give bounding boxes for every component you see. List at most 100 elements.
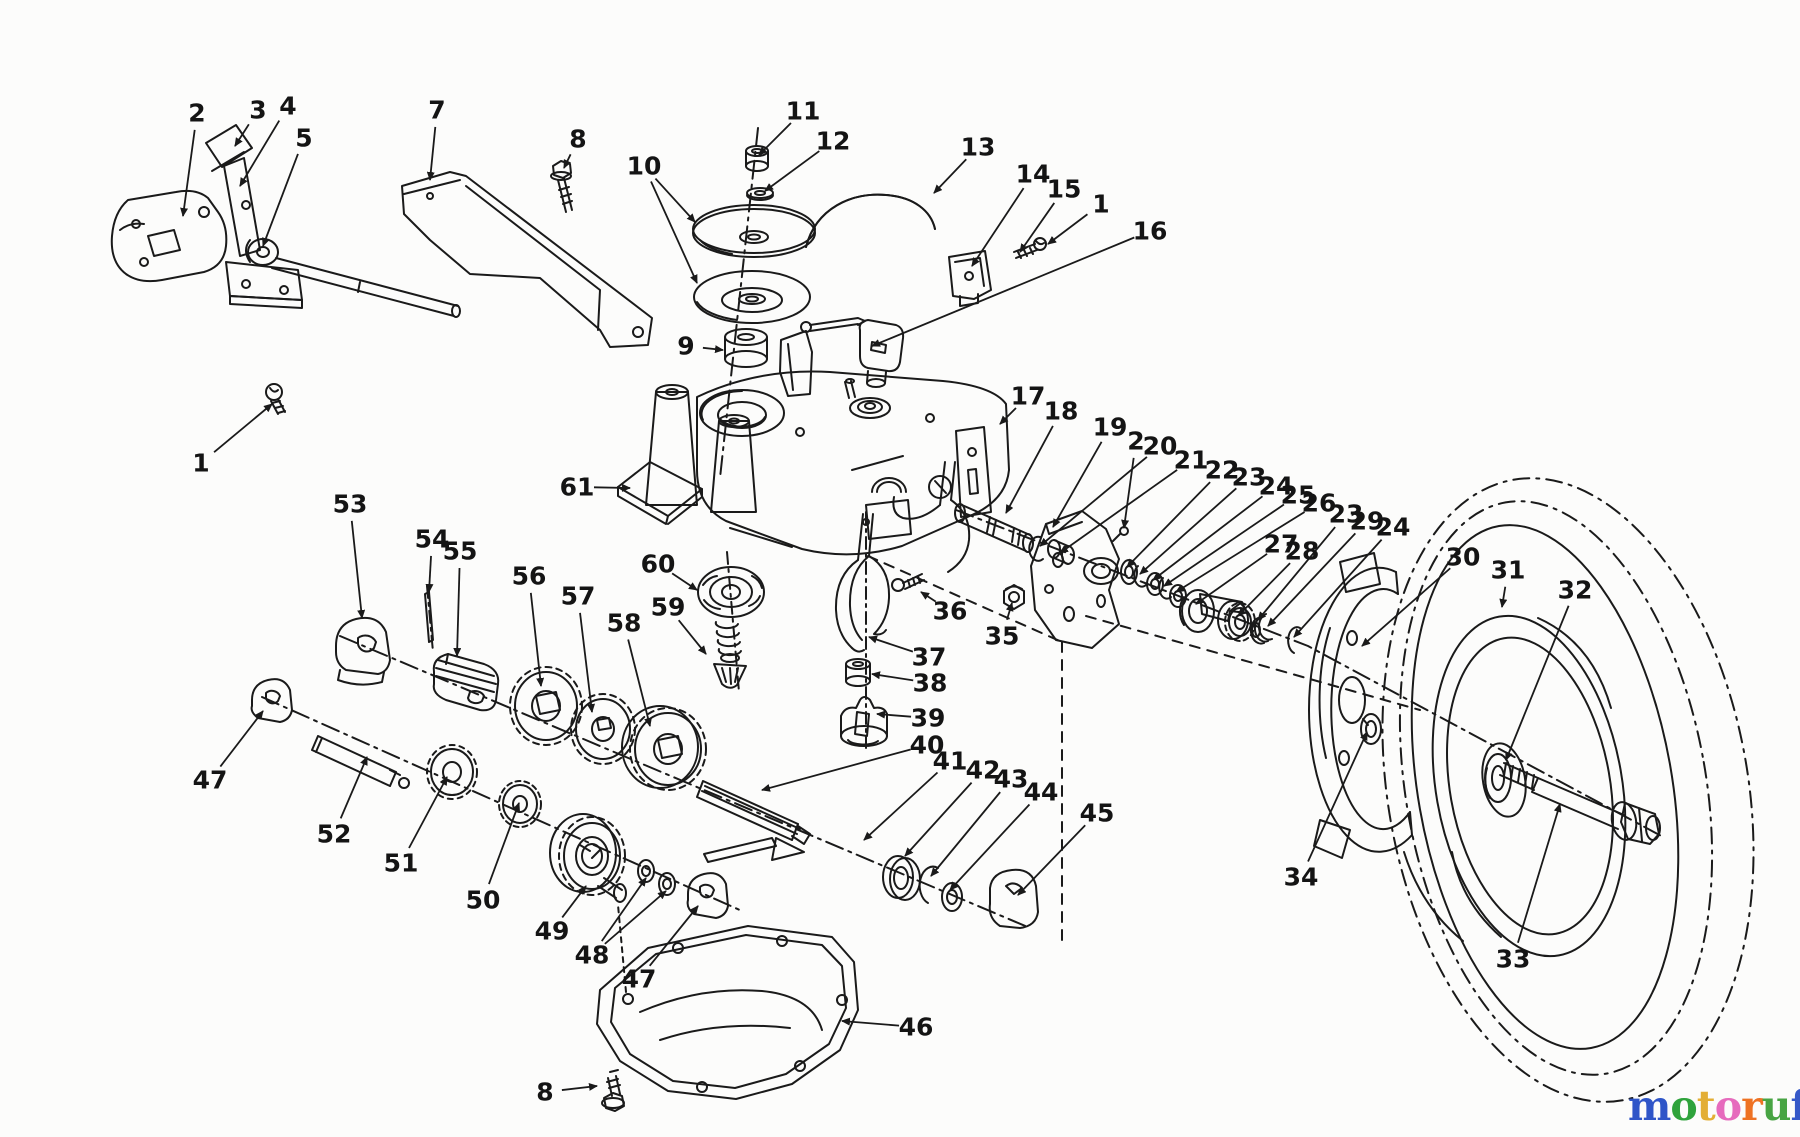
part-bushing-47-bottom: [686, 872, 729, 919]
callout-label-8: 8: [569, 125, 586, 154]
leader-line-17: [999, 407, 1017, 425]
part-snap-ring-24b: [1287, 626, 1301, 654]
callout-label-10: 10: [627, 152, 662, 181]
leader-line-45: [1017, 824, 1086, 896]
callout-label-40: 40: [910, 731, 945, 760]
part-gearcase-housing-61: [617, 330, 1010, 556]
leader-line-22: [1126, 481, 1211, 568]
leader-line-31: [1499, 586, 1508, 608]
leader-line-8: [563, 153, 572, 169]
part-gear-56: [509, 666, 583, 746]
callout-label-30: 30: [1446, 543, 1481, 572]
part-snap-ring-43: [918, 865, 939, 904]
part-stud-59: [713, 621, 747, 689]
part-pin-2: [1112, 526, 1129, 542]
callout-label-22: 22: [1205, 456, 1240, 485]
part-cup-washer-42: [882, 855, 921, 901]
part-dust-cover-30: [1308, 552, 1413, 859]
leader-line-29: [1267, 532, 1356, 627]
leader-line-52: [339, 756, 368, 819]
leader-line-59: [677, 619, 707, 655]
part-pulley-upper-10: [692, 204, 816, 258]
callout-label-52: 52: [317, 820, 352, 849]
callout-label-8: 8: [536, 1078, 553, 1107]
callout-label-33: 33: [1496, 945, 1531, 974]
leader-line-39: [876, 710, 912, 719]
part-lever-arm: [223, 157, 261, 257]
leader-line-23: [1257, 526, 1336, 621]
leader-line-7: [426, 126, 437, 181]
callout-label-13: 13: [961, 133, 996, 162]
callout-label-48: 48: [575, 941, 610, 970]
callout-label-44: 44: [1024, 778, 1059, 807]
part-sprocket-49: [549, 813, 627, 903]
callout-label-2: 2: [188, 99, 205, 128]
callout-label-39: 39: [911, 704, 946, 733]
leader-line-16: [871, 236, 1135, 347]
watermark-logo[interactable]: motoruf'.de: [1628, 1084, 1800, 1134]
leader-line-40: [761, 748, 911, 792]
part-cover-pan-46: [596, 904, 859, 1100]
part-washer-12: [746, 187, 774, 201]
leader-line-49: [561, 885, 587, 918]
leader-line-4: [239, 120, 281, 187]
callout-label-26: 26: [1302, 489, 1337, 518]
leader-line-50: [488, 802, 520, 885]
leader-line-58: [627, 639, 652, 727]
part-spacer-9: [724, 328, 768, 368]
part-lever-housing: [110, 189, 228, 283]
callout-label-60: 60: [641, 550, 676, 579]
callout-label-35: 35: [985, 622, 1020, 651]
callout-label-4: 4: [279, 92, 296, 121]
callout-label-43: 43: [994, 765, 1029, 794]
watermark-letter: m: [1628, 1082, 1671, 1130]
callout-label-24: 24: [1376, 513, 1411, 542]
callout-label-58: 58: [607, 609, 642, 638]
part-bolt-15: [1013, 237, 1047, 259]
part-screw-36: [891, 573, 925, 592]
leader-line-13: [933, 158, 967, 194]
part-screw-1-left: [265, 383, 286, 415]
callout-label-42: 42: [966, 756, 1001, 785]
part-lever-base-bracket: [225, 261, 303, 309]
leader-line-37: [868, 635, 914, 653]
callout-label-32: 32: [1558, 576, 1593, 605]
leader-line-53: [350, 520, 366, 619]
part-axle-shaft-18: [954, 503, 1034, 553]
leader-line-38: [871, 671, 914, 682]
leader-line-8: [561, 1082, 598, 1091]
leader-line-24: [1152, 495, 1264, 581]
line-art-root: [110, 124, 1755, 1112]
leader-line-1: [213, 403, 273, 453]
leader-line-23: [1139, 487, 1237, 575]
callout-label-61: 61: [560, 473, 595, 502]
callout-label-2: 2: [1127, 427, 1144, 456]
leader-line-10: [650, 181, 698, 284]
leader-line-36: [920, 591, 937, 603]
part-bushing-45: [988, 868, 1039, 929]
leader-line-60: [671, 572, 698, 591]
callout-label-59: 59: [651, 593, 686, 622]
leader-line-24: [1293, 539, 1383, 638]
callout-label-14: 14: [1016, 160, 1051, 189]
callout-label-20: 20: [1143, 432, 1178, 461]
part-snap-ring-23: [1133, 565, 1147, 588]
callout-label-45: 45: [1080, 799, 1115, 828]
leader-line-41: [863, 771, 939, 841]
callout-label-34: 34: [1284, 863, 1319, 892]
leader-line-47: [219, 710, 264, 768]
leader-line-1: [1047, 213, 1088, 245]
leader-line-26: [1175, 511, 1306, 593]
part-washer-34: [1360, 713, 1382, 745]
leader-line-5: [262, 153, 299, 247]
leader-line-47: [648, 905, 699, 967]
leader-line-32: [1505, 605, 1570, 761]
leader-line-19: [1052, 441, 1103, 528]
part-gear-51: [426, 744, 478, 800]
leader-line-9: [702, 345, 724, 354]
watermark-letter: f: [1790, 1082, 1800, 1130]
callout-label-21: 21: [1174, 446, 1209, 475]
leader-line-3: [234, 123, 250, 147]
